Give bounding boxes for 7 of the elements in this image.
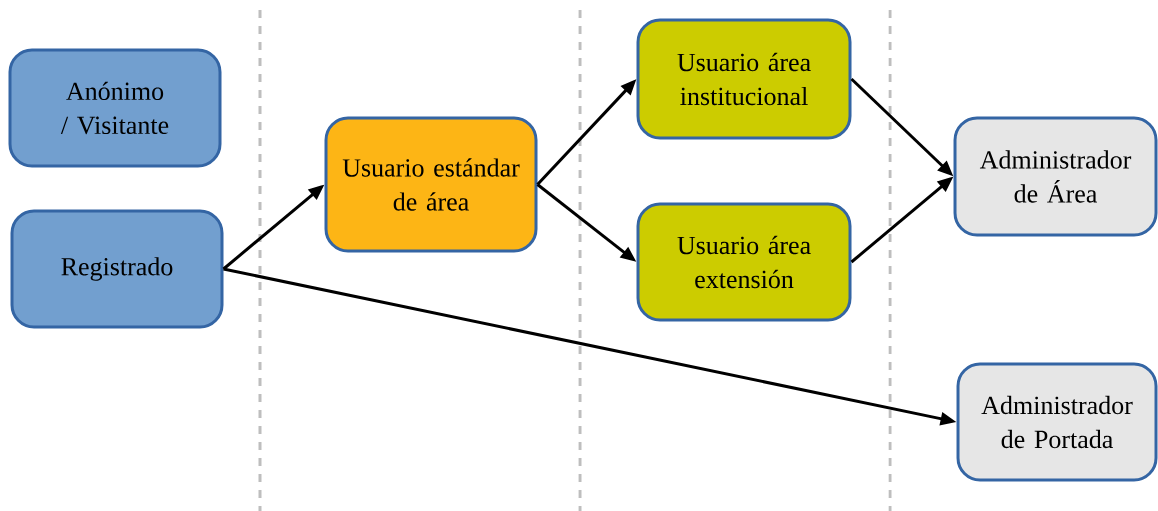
process-box: Usuario estándar de área	[324, 116, 538, 253]
process-box: Administrador de Portada	[956, 362, 1158, 482]
process-box: Usuario área institucional	[636, 18, 852, 140]
process-box: Administrador de Área	[953, 116, 1158, 237]
process-box: Registrado	[10, 209, 224, 329]
process-box: Usuario área extensión	[636, 202, 852, 322]
process-box: Anónimo / Visitante	[8, 48, 222, 168]
